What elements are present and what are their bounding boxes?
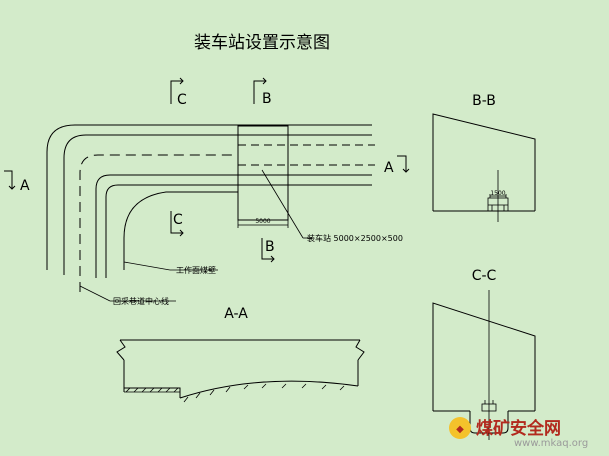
svg-text:B: B [265, 239, 275, 255]
svg-text:A: A [384, 160, 394, 176]
watermark-url: www.mkaq.org [514, 438, 588, 449]
tunnel-wall-outer [46, 124, 238, 270]
label-station: 装车站 5000×2500×500 [307, 233, 403, 243]
label-work-face-wall: 工作面煤壁 [176, 265, 216, 275]
svg-text:◆: ◆ [456, 424, 464, 435]
section-marker-b-bottom: B [261, 238, 275, 263]
section-bb: 1500 [432, 113, 536, 222]
section-bb-title: B-B [472, 93, 496, 109]
svg-text:B: B [262, 91, 272, 107]
section-aa-title: A-A [224, 306, 248, 322]
watermark: ◆ 煤矿安全网 www.mkaq.org [449, 417, 588, 449]
section-aa [116, 339, 365, 403]
svg-text:C: C [173, 212, 183, 228]
tunnel-wall-3 [105, 184, 238, 278]
dimension-small-width: 1500 [490, 190, 505, 197]
svg-text:A: A [20, 178, 30, 194]
svg-text:C: C [177, 92, 187, 108]
section-cc [432, 290, 536, 440]
section-marker-a-left: A [4, 170, 30, 194]
work-face-wall [123, 191, 238, 270]
section-marker-a-right: A [384, 155, 410, 176]
label-tunnel-centerline: 回采巷道中心线 [113, 296, 169, 306]
section-marker-c-mid: C [170, 211, 184, 237]
watermark-logo-icon [449, 417, 471, 439]
diagram-title: 装车站设置示意图 [194, 33, 330, 53]
dimension-station-width: 5000 [255, 218, 270, 225]
tunnel-centerline-1 [79, 154, 238, 292]
watermark-text: 煤矿安全网 [476, 418, 561, 439]
section-marker-b-top: B [253, 77, 272, 107]
section-marker-c-top: C [170, 77, 187, 108]
loading-station-box [237, 125, 289, 221]
section-cc-title: C-C [472, 268, 497, 284]
plan-view: 5000 [46, 124, 375, 292]
tunnel-wall-1 [63, 134, 238, 275]
tunnel-wall-2 [95, 174, 238, 278]
